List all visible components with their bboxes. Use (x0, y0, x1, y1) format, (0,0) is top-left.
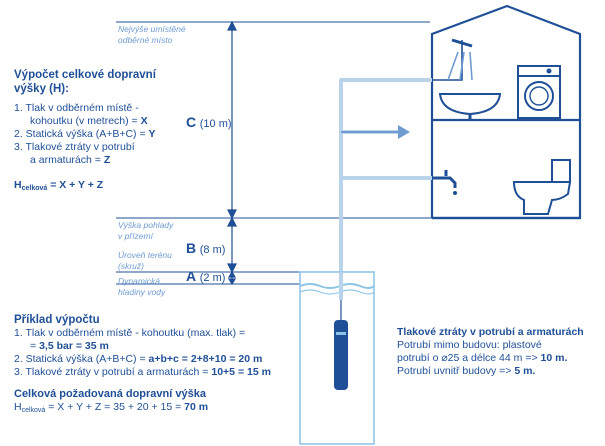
calc-title: výšky (H): (14, 83, 69, 95)
calc-item: 2. Statická výška (A+B+C) = Y (14, 128, 204, 141)
dimension-letter: A (186, 268, 197, 284)
dimension-letter: C (186, 114, 197, 130)
example-value: a+b+c = 2+8+10 = 20 m (148, 353, 263, 365)
formula-rest: = X + Y + Z (47, 179, 104, 191)
label-water-level: Dynamická hladiny vody (118, 276, 165, 298)
label-ground-floor: Výška pohlady v přízemí (118, 220, 173, 242)
calc-item: 3. Tlakové ztráty v potrubí (14, 141, 135, 153)
example-total: Hcelková = X + Y + Z = 35 + 20 + 15 = 70… (14, 401, 304, 417)
label-text: odběrné místo (118, 35, 173, 45)
example-text: = (30, 340, 37, 352)
branch-arrow (398, 125, 410, 139)
dimension-c: C (10 m) (186, 114, 232, 130)
losses-value: 10 m. (540, 352, 568, 364)
calc-formula: Hcelková = X + Y + Z (14, 179, 204, 195)
calc-text: 2. Statická výška (A+B+C) = (14, 128, 146, 140)
losses-block: Tlakové ztráty v potrubí a armaturách Po… (397, 325, 602, 378)
calc-title: Výpočet celkové dopravní (14, 69, 156, 81)
losses-line: potrubí o ⌀25 a délce 44 m => 10 m. (397, 352, 602, 365)
label-text: v přízemí (118, 231, 153, 241)
well (299, 271, 375, 445)
formula-h: H (14, 179, 22, 191)
losses-value: 5 m. (514, 365, 536, 377)
calc-item: a armaturách = Z (14, 154, 204, 167)
losses-line: Potrubí mimo budovu: plastové (397, 339, 542, 351)
label-text: Úroveň terénu (118, 250, 172, 260)
calc-var: Y (148, 128, 156, 140)
dimension-arrows (227, 20, 237, 286)
example-text: 2. Statická výška (A+B+C) = (14, 353, 146, 365)
washing-machine (517, 65, 561, 119)
example-value: 10+5 = 15 m (211, 366, 271, 378)
calc-text: a armaturách = (30, 154, 101, 166)
dimension-letter: B (186, 240, 197, 256)
calc-block: Výpočet celkové dopravní výšky (H): 1. T… (14, 68, 204, 195)
example-total-title: Celková požadovaná dopravní výška (14, 388, 206, 400)
shower-sink (432, 38, 502, 120)
label-highest-outlet: Nejvýše umístěné odběrné místo (118, 24, 186, 46)
calc-item: kohoutku (v metrech) = X (14, 115, 204, 128)
label-text: Výška pohlady (118, 220, 174, 230)
dimension-a: A (2 m) (186, 268, 225, 284)
losses-text: potrubí o ⌀25 a délce 44 m => (397, 352, 538, 364)
label-text: Nejvýše umístěné (118, 24, 186, 34)
calc-var: Z (103, 154, 111, 166)
losses-text: Potrubí uvnitř budovy => (397, 365, 512, 377)
losses-title: Tlakové ztráty v potrubí a armaturách (397, 326, 584, 338)
label-text: Dynamická (118, 276, 161, 286)
house (430, 4, 582, 220)
example-line: 3. Tlakové ztráty v potrubí a armaturách… (14, 366, 304, 379)
example-value: 3,5 bar = 35 m (39, 340, 109, 352)
total-eq: = X + Y + Z = 35 + 20 + 15 = (45, 401, 185, 413)
dimension-value: (8 m) (199, 244, 226, 256)
losses-line: Potrubí uvnitř budovy => 5 m. (397, 365, 602, 378)
formula-sub: celková (21, 185, 48, 192)
total-value: 70 m (184, 401, 209, 413)
dimension-value: (2 m) (199, 272, 226, 284)
example-block: Příklad výpočtu 1. Tlak v odběrném místě… (14, 313, 304, 417)
example-title: Příklad výpočtu (14, 314, 100, 326)
dimension-value: (10 m) (199, 118, 232, 130)
pipes (339, 78, 432, 300)
example-text: 3. Tlakové ztráty v potrubí a armaturách… (14, 366, 209, 378)
total-h: H (14, 401, 22, 413)
calc-item: 1. Tlak v odběrném místě - (14, 102, 139, 114)
calc-var: X (140, 115, 148, 127)
label-terrain: Úroveň terénu (skruž) (118, 250, 172, 272)
label-text: (skruž) (118, 261, 144, 271)
calc-text: kohoutku (v metrech) = (30, 115, 138, 127)
example-line: = 3,5 bar = 35 m (14, 340, 304, 353)
tap-toilet (432, 159, 572, 215)
total-sub: celková (21, 407, 46, 414)
example-line: 1. Tlak v odběrném místě - kohoutku (max… (14, 327, 246, 339)
leader-lines (116, 21, 432, 285)
example-line: 2. Statická výška (A+B+C) = a+b+c = 2+8+… (14, 353, 304, 366)
label-text: hladiny vody (118, 287, 166, 297)
dimension-b: B (8 m) (186, 240, 225, 256)
